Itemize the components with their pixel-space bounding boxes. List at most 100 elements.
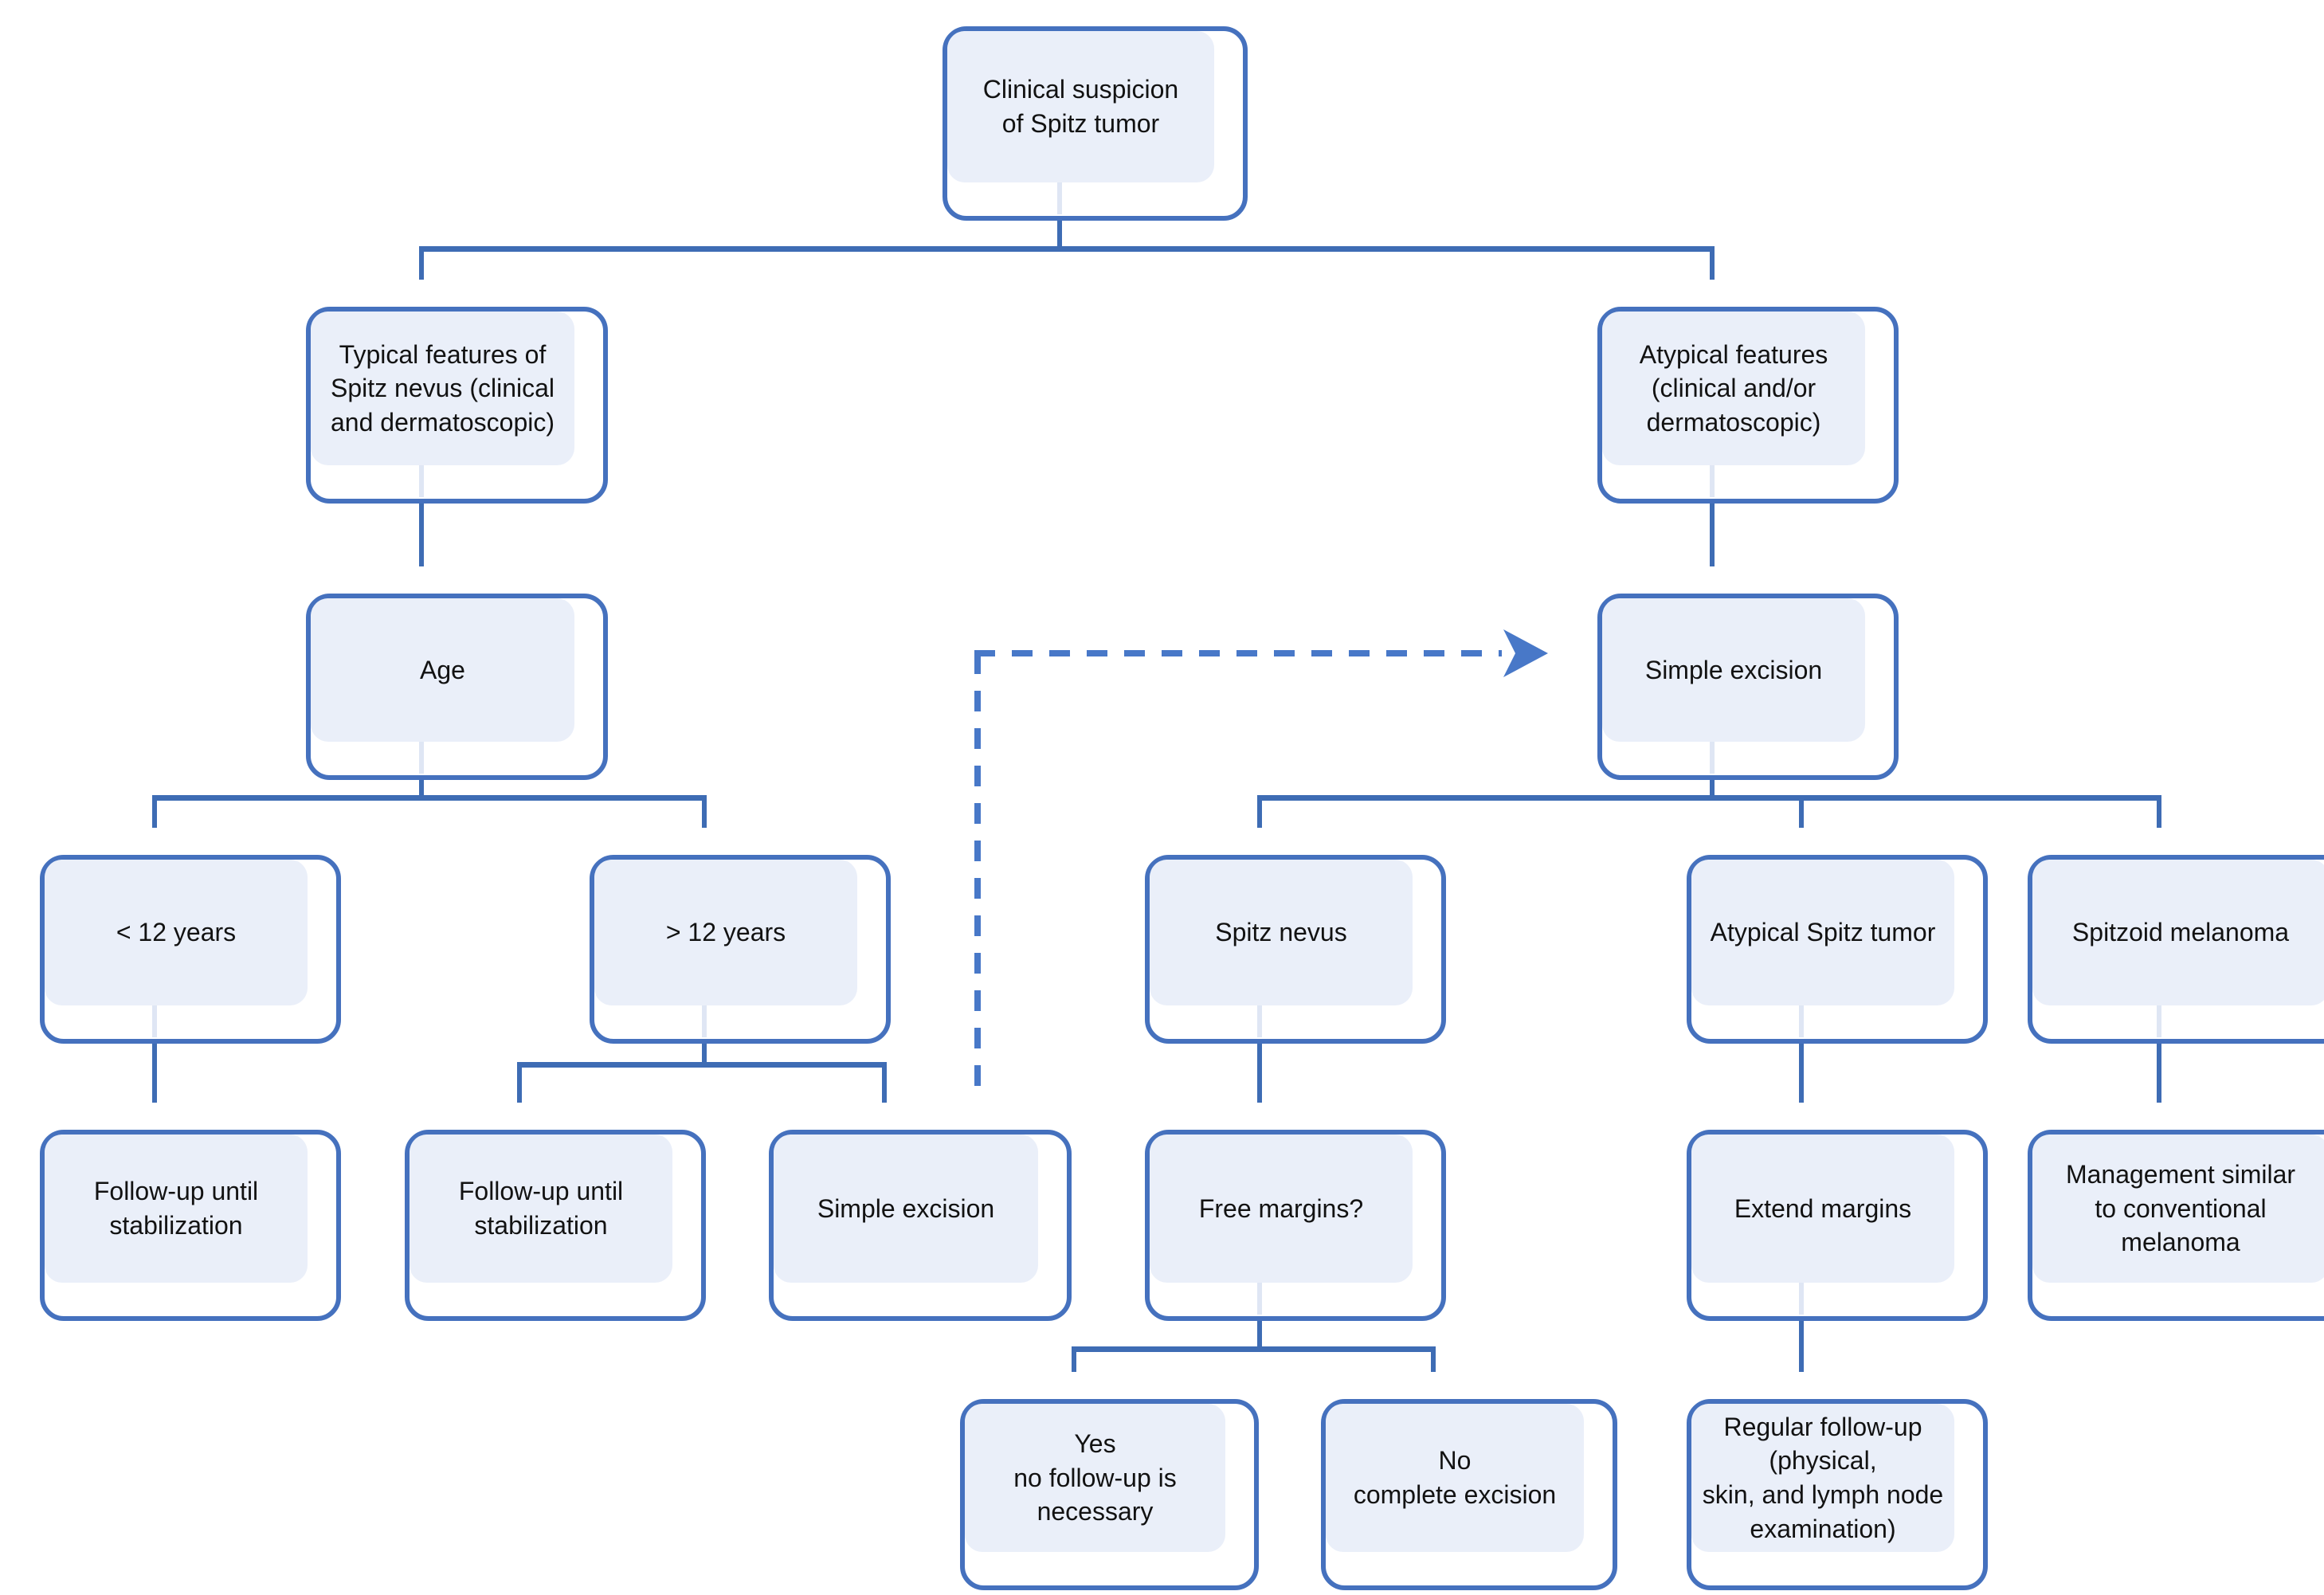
node-extend-margins: Extend margins xyxy=(1660,1103,1988,1321)
node-typical-features: Typical features of Spitz nevus (clinica… xyxy=(279,280,608,504)
connector-stub xyxy=(419,462,424,497)
connector-segment xyxy=(419,504,424,566)
connector-segment xyxy=(152,795,707,801)
node-simple-excision-right: Simple excision xyxy=(1570,566,1899,780)
connector-segment xyxy=(1799,1321,1804,1372)
node-fill: Extend margins xyxy=(1691,1135,1954,1283)
node-label-atypical-features: Atypical features (clinical and/or derma… xyxy=(1639,339,1828,437)
connector-stub xyxy=(419,739,424,774)
dashed-connector-vertical xyxy=(974,653,981,1103)
node-clinical-suspicion: Clinical suspicion of Spitz tumor xyxy=(915,0,1248,221)
connector-segment xyxy=(419,246,424,280)
node-fill: Free margins? xyxy=(1150,1135,1413,1283)
connector-segment xyxy=(2157,1044,2161,1103)
connector-stub xyxy=(1799,1280,1804,1315)
node-fill: Spitz nevus xyxy=(1150,860,1413,1005)
node-atypical-features: Atypical features (clinical and/or derma… xyxy=(1570,280,1899,504)
connector-segment xyxy=(1710,246,1715,280)
node-label-gt-12-years: > 12 years xyxy=(665,918,786,947)
node-fill: No complete excision xyxy=(1326,1404,1584,1552)
node-label-clinical-suspicion: Clinical suspicion of Spitz tumor xyxy=(982,75,1179,138)
connector-stub xyxy=(1257,1280,1262,1315)
connector-segment xyxy=(1072,1346,1076,1372)
node-fill: Age xyxy=(311,598,574,742)
connector-segment xyxy=(1072,1346,1436,1352)
node-label-simple-excision-left: Simple excision xyxy=(817,1193,995,1223)
connector-segment xyxy=(1799,795,1804,828)
node-fill: Regular follow-up (physical, skin, and l… xyxy=(1691,1404,1954,1552)
node-label-atypical-spitz-tumor: Atypical Spitz tumor xyxy=(1710,918,1936,947)
connector-segment xyxy=(702,1044,707,1062)
connector-stub xyxy=(1057,179,1062,214)
node-spitz-nevus: Spitz nevus xyxy=(1118,828,1446,1044)
node-label-spitzoid-melanoma: Spitzoid melanoma xyxy=(2071,918,2290,947)
node-free-margins: Free margins? xyxy=(1118,1103,1446,1321)
node-label-simple-excision-right: Simple excision xyxy=(1644,655,1823,684)
connector-stub xyxy=(2157,1002,2161,1037)
connector-segment xyxy=(1257,795,1262,828)
node-lt-12-years: < 12 years xyxy=(13,828,341,1044)
connector-segment xyxy=(1257,795,2161,801)
node-label-free-margins: Free margins? xyxy=(1198,1193,1364,1223)
node-fill: Simple excision xyxy=(1602,598,1865,742)
node-fill: Management similar to conventional melan… xyxy=(2032,1135,2324,1283)
connector-stub xyxy=(1257,1002,1262,1037)
connector-segment xyxy=(2157,795,2161,828)
node-fill: Follow-up until stabilization xyxy=(45,1135,308,1283)
node-label-spitz-nevus: Spitz nevus xyxy=(1215,918,1347,947)
arrowhead-icon xyxy=(1502,628,1550,679)
dashed-connector-horizontal xyxy=(974,650,1502,656)
node-gt-12-years: > 12 years xyxy=(562,828,891,1044)
node-yes-no-follow-up: Yes no follow-up is necessary xyxy=(933,1372,1259,1590)
connector-segment xyxy=(419,246,1715,252)
connector-segment xyxy=(517,1062,887,1068)
node-fill: Simple excision xyxy=(774,1135,1038,1283)
node-label-follow-up-2: Follow-up until stabilization xyxy=(458,1177,624,1240)
node-fill: Atypical features (clinical and/or derma… xyxy=(1602,312,1865,465)
node-fill: Clinical suspicion of Spitz tumor xyxy=(947,31,1214,182)
node-fill: < 12 years xyxy=(45,860,308,1005)
node-follow-up-2: Follow-up until stabilization xyxy=(378,1103,706,1321)
node-follow-up-1: Follow-up until stabilization xyxy=(13,1103,341,1321)
node-fill: Spitzoid melanoma xyxy=(2032,860,2324,1005)
connector-segment xyxy=(1257,1044,1262,1103)
connector-segment xyxy=(419,780,424,795)
node-label-age: Age xyxy=(420,655,465,684)
node-fill: > 12 years xyxy=(594,860,857,1005)
node-label-regular-follow-up: Regular follow-up (physical, skin, and l… xyxy=(1702,1412,1944,1543)
connector-segment xyxy=(1431,1346,1436,1372)
connector-segment xyxy=(517,1062,522,1103)
connector-segment xyxy=(1057,221,1062,246)
connector-segment xyxy=(1710,504,1715,566)
connector-stub xyxy=(1710,739,1715,774)
node-management-similar: Management similar to conventional melan… xyxy=(2001,1103,2324,1321)
node-label-management-similar: Management similar to conventional melan… xyxy=(2065,1160,2296,1257)
node-fill: Typical features of Spitz nevus (clinica… xyxy=(311,312,574,465)
connector-segment xyxy=(1257,1321,1262,1346)
connector-stub xyxy=(152,1002,157,1037)
connector-segment xyxy=(1710,780,1715,795)
node-fill: Yes no follow-up is necessary xyxy=(965,1404,1225,1552)
connector-segment xyxy=(702,795,707,828)
node-label-typical-features: Typical features of Spitz nevus (clinica… xyxy=(330,339,555,437)
connector-segment xyxy=(152,1044,157,1103)
connector-segment xyxy=(1799,1044,1804,1103)
connector-stub xyxy=(1799,1002,1804,1037)
node-fill: Atypical Spitz tumor xyxy=(1691,860,1954,1005)
node-label-follow-up-1: Follow-up until stabilization xyxy=(93,1177,259,1240)
node-label-no-complete-excision: No complete excision xyxy=(1353,1446,1557,1509)
node-age: Age xyxy=(279,566,608,780)
node-spitzoid-melanoma: Spitzoid melanoma xyxy=(2001,828,2324,1044)
connector-stub xyxy=(1710,462,1715,497)
connector-segment xyxy=(882,1062,887,1103)
node-regular-follow-up: Regular follow-up (physical, skin, and l… xyxy=(1660,1372,1988,1590)
node-simple-excision-left: Simple excision xyxy=(742,1103,1072,1321)
node-label-lt-12-years: < 12 years xyxy=(116,918,237,947)
node-label-extend-margins: Extend margins xyxy=(1734,1193,1912,1223)
node-fill: Follow-up until stabilization xyxy=(410,1135,672,1283)
node-atypical-spitz-tumor: Atypical Spitz tumor xyxy=(1660,828,1988,1044)
node-no-complete-excision: No complete excision xyxy=(1294,1372,1617,1590)
node-label-yes-no-follow-up: Yes no follow-up is necessary xyxy=(1013,1429,1177,1526)
connector-stub xyxy=(702,1002,707,1037)
